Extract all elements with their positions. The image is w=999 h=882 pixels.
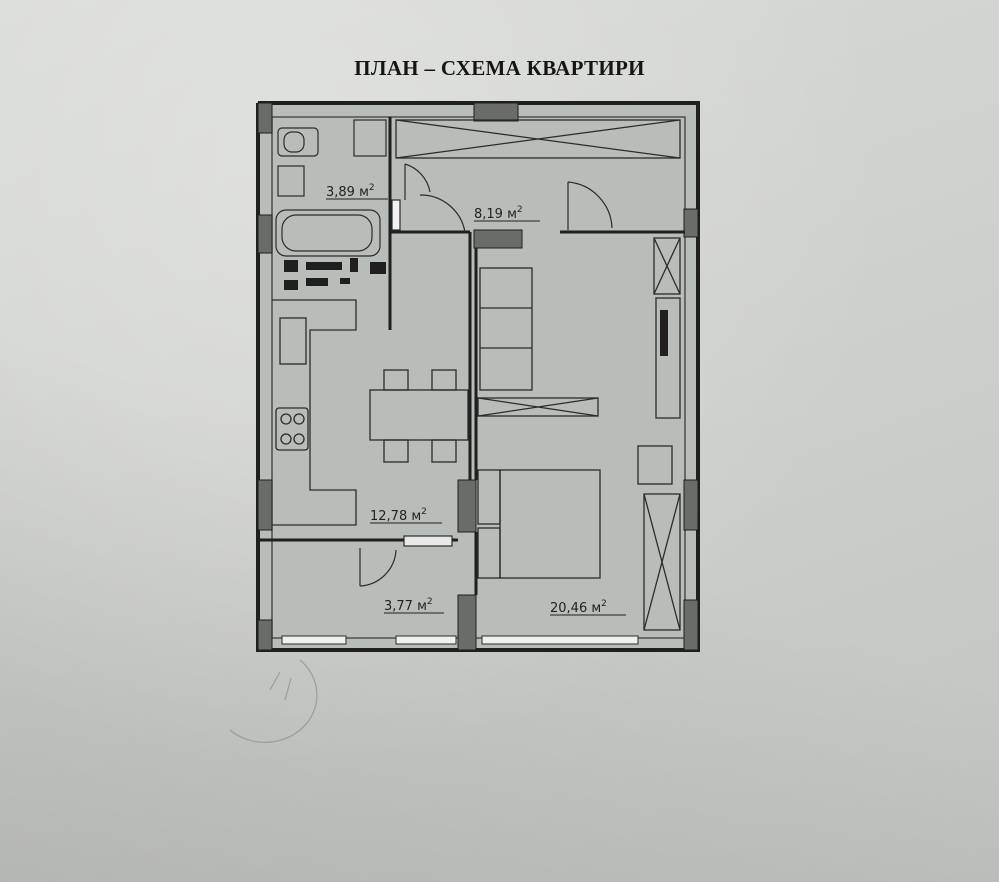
dining-set: [369, 369, 469, 463]
bedroom-furniture: [477, 237, 681, 631]
kitchen-counter: [272, 299, 357, 526]
interior-walls: [258, 117, 685, 595]
corridor-doors: [419, 181, 613, 233]
room-area-bedroom: 20,46 м2: [550, 599, 607, 616]
stamp-mark: [229, 659, 318, 743]
bathroom-door: [391, 163, 431, 231]
tv-unit: [660, 310, 668, 356]
bottom-windows: [281, 635, 639, 645]
room-area-storage: 3,77 м2: [384, 597, 433, 614]
top-wardrobe: [395, 119, 681, 159]
room-area-kitchen: 12,78 м2: [370, 507, 427, 524]
room-area-bathroom: 3,89 м2: [326, 183, 375, 200]
label-underlines: [326, 198, 626, 616]
page-title: ПЛАН – СХЕМА КВАРТИРИ: [354, 56, 645, 80]
area-labels: 3,89 м2 8,19 м2 12,78 м2 3,77 м2 20,46 м…: [326, 183, 607, 616]
bathroom-shelves: [284, 258, 386, 290]
storage-door: [359, 535, 453, 587]
room-area-corridor: 8,19 м2: [474, 205, 523, 222]
structural-columns: [257, 102, 699, 651]
bathroom-fixtures: [275, 119, 387, 257]
